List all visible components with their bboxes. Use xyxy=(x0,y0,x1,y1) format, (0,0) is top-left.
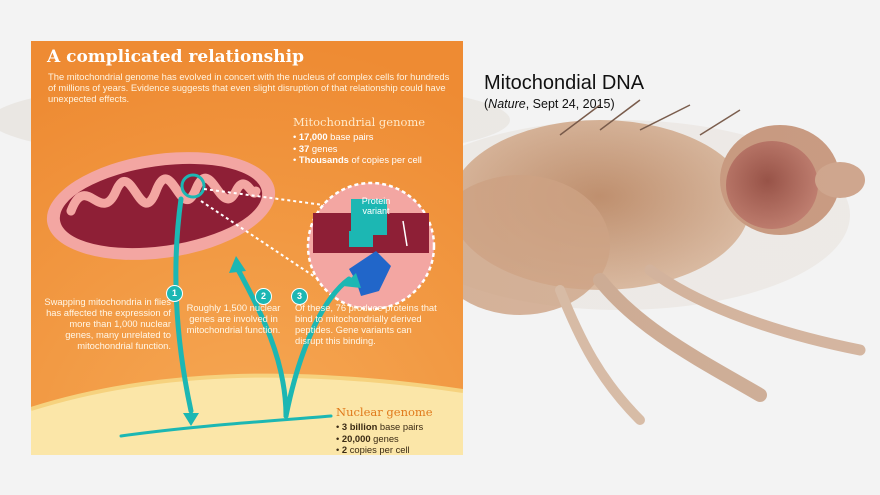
mitochondrion-illustration xyxy=(46,152,276,260)
citation-rest: , Sept 24, 2015) xyxy=(525,97,615,111)
step-number-2: 2 xyxy=(255,288,272,305)
stat-item: Thousands of copies per cell xyxy=(293,154,425,166)
arrows xyxy=(119,196,352,438)
stat-text: genes xyxy=(370,432,399,444)
stat-text: base pairs xyxy=(327,131,374,142)
stat-value: Thousands xyxy=(298,154,349,165)
stat-item: 3 billion base pairs xyxy=(336,421,433,433)
nuclear-genome-title: Nuclear genome xyxy=(336,405,433,419)
stat-value: 37 xyxy=(298,142,310,154)
mito-genome-title: Mitochondrial genome xyxy=(293,115,426,129)
protein-variant-illustration xyxy=(306,181,436,311)
mito-genome-stats: 17,000 base pairs 37 genes Thousands of … xyxy=(293,131,425,166)
step-number-3: 3 xyxy=(291,288,308,305)
stat-item: 20,000 genes xyxy=(336,433,433,445)
stat-text: base pairs xyxy=(377,421,424,432)
stat-value: 20,000 xyxy=(341,432,371,444)
stat-text: copies per cell xyxy=(347,444,410,455)
nuclear-genome-box: Nuclear genome 3 billion base pairs 20,0… xyxy=(336,405,433,455)
stat-item: 2 copies per cell xyxy=(336,444,433,455)
stat-value: 17,000 xyxy=(298,131,328,142)
stat-item: 37 genes xyxy=(293,143,425,155)
nuclear-genome-stats: 3 billion base pairs 20,000 genes 2 copi… xyxy=(336,421,433,455)
callout-step-3: Of these, 76 produce proteins that bind … xyxy=(295,302,437,346)
infographic-title: A complicated relationship xyxy=(47,47,304,67)
step-number-1: 1 xyxy=(166,285,183,302)
stat-text: genes xyxy=(309,142,338,154)
stat-item: 17,000 base pairs xyxy=(293,131,425,143)
infographic-panel: A complicated relationship The mitochond… xyxy=(31,41,463,455)
callout-step-1: Swapping mitochondria in flies has affec… xyxy=(44,296,171,351)
protein-variant-label: Protein variant xyxy=(361,196,391,216)
infographic-intro: The mitochondrial genome has evolved in … xyxy=(48,71,450,104)
infographic-illustration xyxy=(31,41,463,455)
stat-text: of copies per cell xyxy=(348,154,422,165)
citation-journal: Nature xyxy=(488,97,526,111)
citation: (Nature, Sept 24, 2015) xyxy=(484,97,615,111)
mito-genome-box: Mitochondrial genome 17,000 base pairs 3… xyxy=(293,115,425,166)
citation-open-paren: ( xyxy=(484,97,489,111)
callout-step-2: Roughly 1,500 nuclear genes are involved… xyxy=(186,302,281,335)
stat-value: 2 xyxy=(341,444,348,455)
slide-title: Mitochondial DNA xyxy=(484,72,645,94)
stat-value: 3 billion xyxy=(341,421,378,432)
